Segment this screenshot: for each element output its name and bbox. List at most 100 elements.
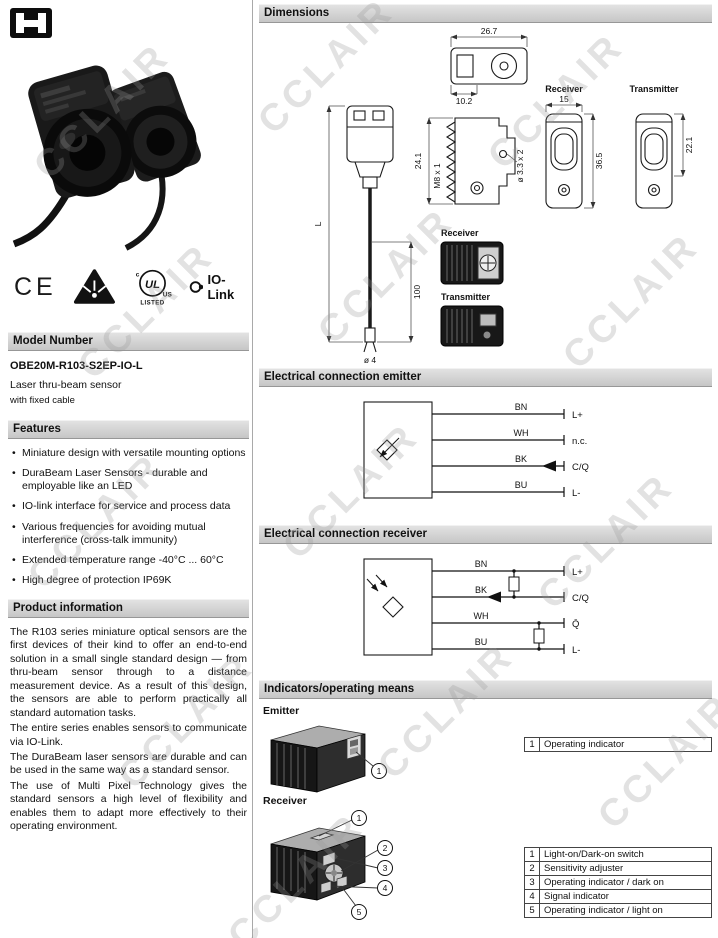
model-number-header: Model Number [8,332,249,351]
wire-color: BN [475,559,488,569]
ul-listed-label: LISTED [140,301,164,307]
wire-color: BN [515,402,528,412]
wire-terminal: n.c. [572,436,587,447]
indicator-label: Operating indicator / dark on [539,875,712,890]
receiver-connection-diagram: BN BK WH BU L+ C/Q Q̄ L- [363,558,589,656]
feature-item: DuraBeam Laser Sensors - durable and emp… [10,467,249,493]
cable-dim-lines [326,105,414,343]
indicator-row: 4 Signal indicator [524,889,712,904]
indicator-window [320,880,332,894]
left-column: CE c UL US LISTED [8,6,249,834]
wire-terminal: L+ [572,410,583,421]
callout-number: 1 [357,813,362,823]
side-view [445,117,516,205]
wire-color: WH [514,428,529,438]
load-symbols [508,569,545,651]
wire-color: BK [475,585,487,595]
callout-number: 5 [357,907,362,917]
product-info-paragraph: The DuraBeam laser sensors are durable a… [10,750,247,777]
callout-number: 2 [383,843,388,853]
receiver-indicator-drawing: 1 2 3 4 5 [270,810,393,920]
dimensions-drawing: L 100 ø 4 26.7 10.2 [313,26,694,365]
emitter-connection-diagram: BN WH BK BU L+ n.c. C/Q L- [363,401,589,499]
ul-label: UL [145,279,160,291]
side-view-dims [426,117,518,205]
transmitter-front-view [635,113,673,209]
wire-color: BU [515,480,528,490]
indicator-number: 2 [524,861,540,876]
indicator-row: 2 Sensitivity adjuster [524,861,712,876]
wire-terminal: C/Q [572,593,589,604]
indicator-number: 3 [524,875,540,890]
receiver-front-label: Receiver [545,84,583,94]
emitter-wires [432,409,565,497]
dim-width-top: 26.7 [481,26,498,36]
electrical-connection-receiver-header: Electrical connection receiver [259,525,712,544]
product-info-paragraph: The entire series enables sensors to com… [10,722,247,748]
laser-warning-icon [73,269,115,304]
model-description: Laser thru-beam sensor [10,379,122,391]
indicator-label: Operating indicator / light on [539,903,712,918]
indicator-row: 1 Operating indicator [524,737,712,752]
dim-thread: M8 x 1 [432,163,442,189]
callout-number: 4 [383,883,388,893]
receiver-device-box [363,558,433,656]
model-number: OBE20M-R103-S2EP-IO-L [10,360,143,372]
feature-item: Extended temperature range -40°C ... 60°… [10,554,249,567]
ce-mark: CE [14,272,57,301]
product-information-header: Product information [8,599,249,618]
dim-transmitter-height: 22.1 [684,136,694,153]
callout-circles [351,810,393,920]
emitter-sublabel: Emitter [263,705,300,717]
features-list: Miniature design with versatile mounting… [8,447,249,587]
wire-color: BU [475,637,488,647]
io-arrow [542,460,556,472]
sensor-front [28,65,135,198]
receiver-rear-view [440,241,504,285]
io-link-logo: IO-Link [189,272,249,302]
model-description-2: with fixed cable [10,395,75,406]
receiver-side-label: Receiver [441,228,479,238]
emitter-indicator-drawing: 1 [270,725,387,793]
callout-number: 1 [377,766,382,776]
ul-c-label: c [135,272,139,279]
dark-light-switch [309,832,335,841]
ul-listed-mark: c UL US LISTED [135,269,172,307]
indicator-window [336,875,348,889]
product-photo [12,65,201,251]
indicators-header: Indicators/operating means [259,680,712,699]
right-column: Dimensions [259,4,712,936]
wire-terminal: L- [572,488,580,499]
wire-terminal: Q̄ [572,619,579,630]
dim-front-width: 15 [559,94,569,104]
dim-cable-length: L [313,221,323,226]
emitter-indicator-table: 1 Operating indicator [524,737,712,752]
indicator-number: 1 [524,737,540,752]
sensor-rear [109,71,201,182]
io-arrow [487,591,501,603]
product-info-paragraph: The R103 series miniature optical sensor… [10,626,247,719]
io-link-label: IO-Link [207,272,235,302]
feature-item: IO-link interface for service and proces… [10,500,249,513]
indicator-row: 5 Operating indicator / light on [524,903,712,918]
indicator-window [322,851,336,867]
dim-receiver-height: 36.5 [594,152,604,169]
callout-leaders [318,819,379,907]
wire-terminal: L- [572,645,580,656]
indicator-row: 3 Operating indicator / dark on [524,875,712,890]
feature-item: Various frequencies for avoiding mutual … [10,521,249,547]
logo-glyph [16,13,24,33]
io-link-icon [189,281,203,293]
column-divider [252,0,253,938]
logo-glyph [38,13,46,33]
top-view-dims [450,34,528,97]
indicator-row: 1 Light-on/Dark-on switch [524,847,712,862]
receiver-front-view [545,113,583,209]
wire-color: WH [474,611,489,621]
indicator-label: Sensitivity adjuster [539,861,712,876]
wire-terminal: L+ [572,567,583,578]
indicator-label: Light-on/Dark-on switch [539,847,712,862]
transmitter-side-label: Transmitter [441,292,491,302]
indicator-plate [346,734,362,760]
